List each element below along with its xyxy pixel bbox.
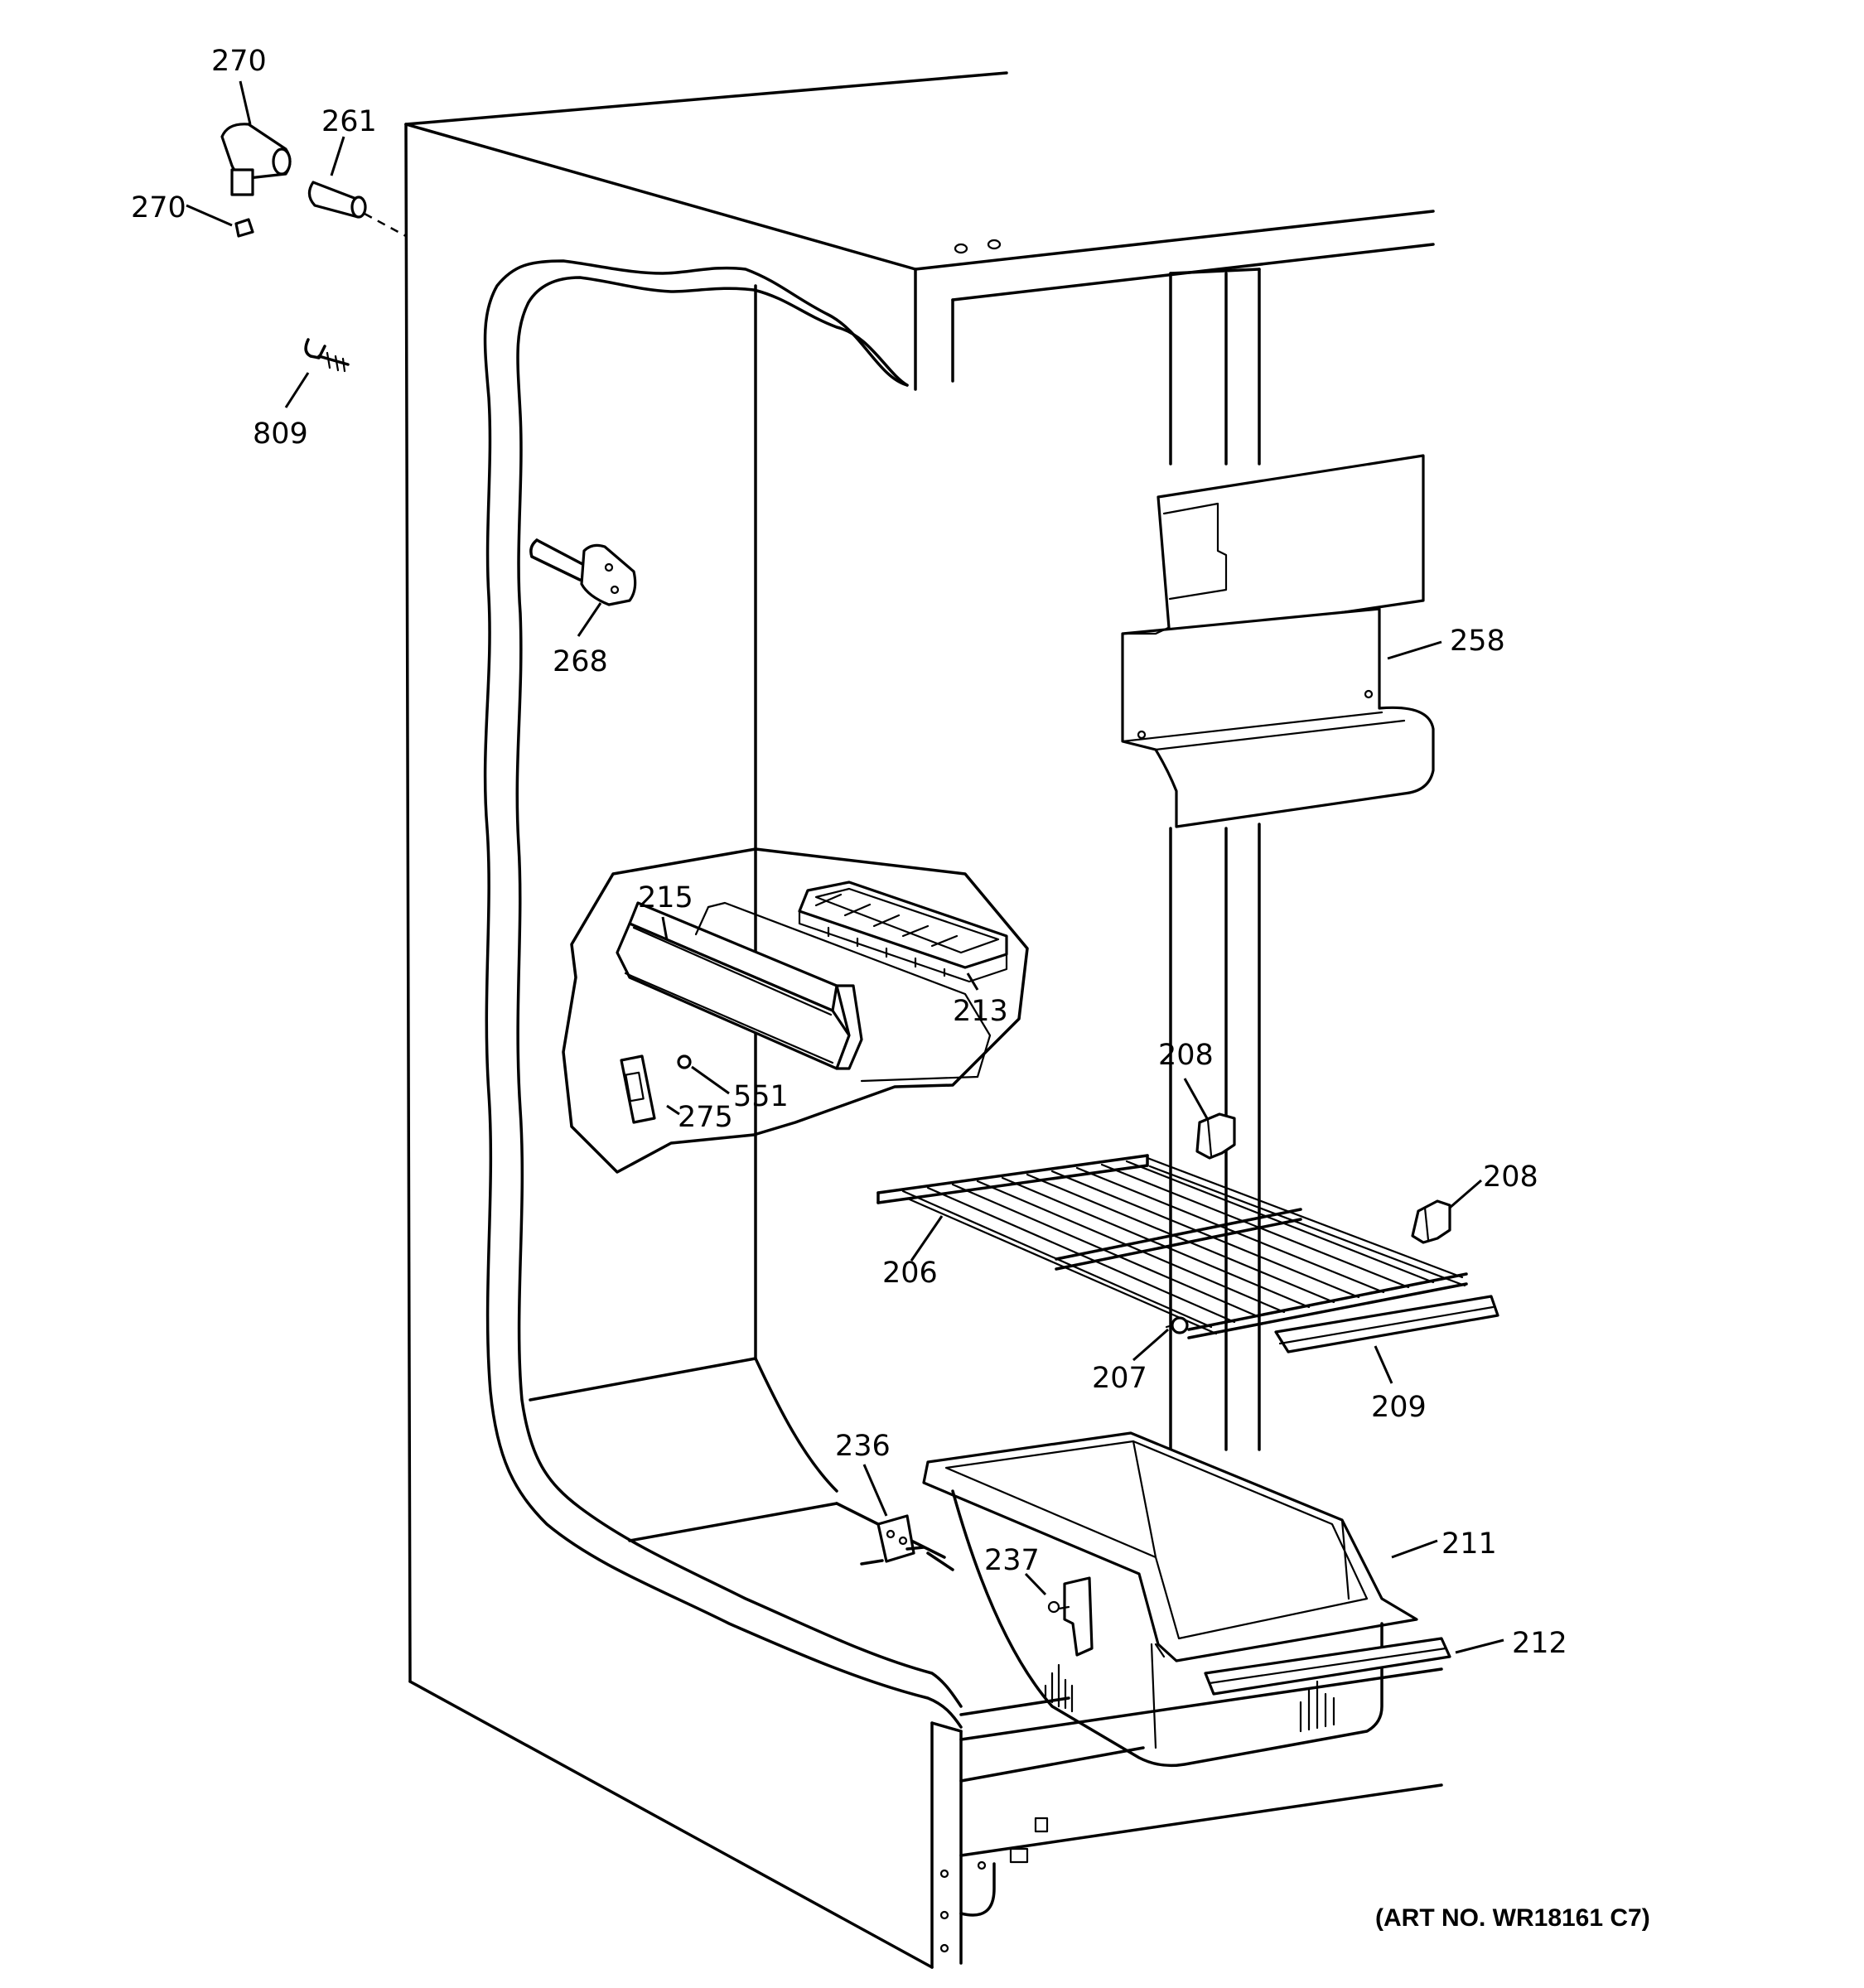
switch-part-275: [620, 1054, 656, 1124]
clip-screw-part: [304, 338, 350, 373]
label-270-elbow: 270: [211, 45, 267, 78]
label-212: 212: [1512, 1627, 1567, 1660]
label-275: 275: [678, 1101, 733, 1134]
label-551: 551: [733, 1080, 789, 1113]
label-213: 213: [953, 995, 1008, 1028]
shelf-stop-part-207: [1165, 1316, 1189, 1334]
tube-routing-line: [364, 212, 407, 238]
label-206: 206: [882, 1257, 938, 1290]
elbow-fitting-part: [220, 123, 292, 196]
bracket-part-237: [1047, 1576, 1094, 1657]
drawer-trim-part-212: [1204, 1637, 1451, 1696]
accessory-inset-box: [562, 847, 1029, 1174]
drawer-part-211: [922, 1431, 1418, 1768]
screw-part-551: [677, 1054, 692, 1069]
wire-shelf-part-206: [876, 1154, 1468, 1339]
part-labels: 270 261 270 809 268 258 215 213 551 275 …: [131, 45, 1567, 1660]
label-268: 268: [553, 645, 608, 678]
label-211: 211: [1441, 1527, 1497, 1561]
cap-part: [234, 218, 254, 238]
hinge-connector-line: [926, 1551, 954, 1571]
label-236: 236: [835, 1430, 891, 1463]
label-208-right: 208: [1483, 1160, 1538, 1194]
drawer-rail: [1154, 1643, 1178, 1662]
cover-panel-258: [1121, 454, 1435, 828]
water-tube-part: [307, 181, 367, 219]
label-215: 215: [638, 881, 693, 914]
label-809: 809: [253, 417, 308, 451]
shelf-trim-part-209: [1274, 1295, 1499, 1353]
label-209: 209: [1371, 1391, 1427, 1424]
label-258: 258: [1450, 625, 1505, 658]
label-261: 261: [321, 105, 377, 138]
ice-bin-back: [707, 901, 992, 1083]
label-208-left: 208: [1158, 1039, 1214, 1072]
ice-bin-part-215: [616, 901, 863, 1070]
inner-liner: [483, 259, 1261, 1729]
bracket-part-236: [860, 1514, 925, 1566]
ice-tray-part-213: [798, 881, 1008, 983]
shelf-support-part-208-right: [1411, 1199, 1451, 1244]
label-237: 237: [984, 1544, 1040, 1577]
bracket-part-268: [529, 538, 637, 606]
label-270-cap: 270: [131, 191, 186, 224]
label-207: 207: [1092, 1362, 1147, 1395]
leader-lines: [186, 80, 1504, 1654]
art-number-caption: (ART NO. WR18161 C7): [1375, 1904, 1650, 1932]
shelf-support-part-208-left: [1195, 1112, 1236, 1160]
